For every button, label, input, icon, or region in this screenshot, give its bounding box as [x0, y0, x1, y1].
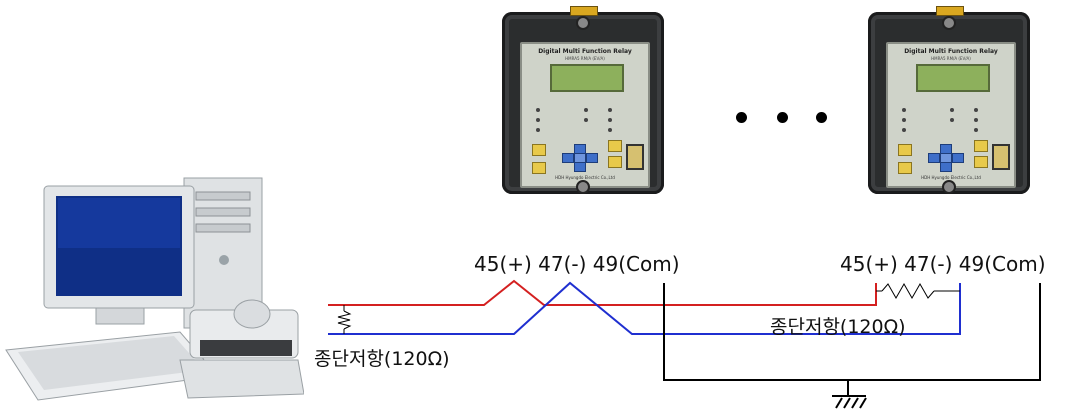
relay-button — [608, 140, 622, 152]
relay-lcd — [550, 64, 624, 92]
relay-top-latch — [936, 6, 964, 16]
relay-button — [898, 144, 912, 156]
ground-icon — [832, 380, 867, 409]
relay-led-panel — [898, 104, 1004, 134]
relay-button — [532, 144, 546, 156]
relay-nav-keys — [928, 144, 964, 172]
resistor-label-relay: 종단저항(120Ω) — [770, 316, 906, 338]
relay-title: Digital Multi Function Relay — [538, 48, 632, 55]
relay-brand: HDH Hyungdo Electric Co.,Ltd — [921, 175, 981, 180]
screw-icon — [576, 180, 590, 194]
relay-subtitle: HMRA5 RM/A (EV/A) — [565, 56, 605, 61]
positive-line — [328, 279, 877, 306]
relay-button — [898, 162, 912, 174]
ellipsis-dot — [777, 112, 788, 123]
relay-top-latch — [570, 6, 598, 16]
relay-brand: HDH Hyungdo Electric Co.,Ltd — [555, 175, 615, 180]
screw-icon — [576, 16, 590, 30]
terminal-label-right: 45(+) 47(-) 49(Com) — [840, 252, 1046, 276]
screw-icon — [942, 180, 956, 194]
relay-front-panel: Digital Multi Function Relay HMRA5 RM/A … — [886, 42, 1016, 188]
resistor-icon — [876, 282, 960, 300]
relay-device-1: Digital Multi Function Relay HMRA5 RM/A … — [502, 6, 664, 194]
relay-button — [608, 156, 622, 168]
serial-port-icon — [626, 144, 644, 170]
relay-device-2: Digital Multi Function Relay HMRA5 RM/A … — [868, 6, 1030, 194]
relay-front-panel: Digital Multi Function Relay HMRA5 RM/A … — [520, 42, 650, 188]
ellipsis-dot — [816, 112, 827, 123]
terminal-label-left: 45(+) 47(-) 49(Com) — [474, 252, 680, 276]
common-line — [663, 283, 1041, 381]
relay-button — [974, 156, 988, 168]
serial-port-icon — [992, 144, 1010, 170]
relay-title: Digital Multi Function Relay — [904, 48, 998, 55]
relay-led-panel — [532, 104, 638, 134]
ellipsis-dot — [736, 112, 747, 123]
relay-button — [532, 162, 546, 174]
screw-icon — [942, 16, 956, 30]
negative-line — [328, 281, 961, 335]
resistor-icon — [337, 305, 352, 334]
relay-button — [974, 140, 988, 152]
resistor-label-pc: 종단저항(120Ω) — [314, 348, 450, 370]
relay-subtitle: HMRA5 RM/A (EV/A) — [931, 56, 971, 61]
pc-icon — [5, 177, 304, 401]
relay-lcd — [916, 64, 990, 92]
relay-nav-keys — [562, 144, 598, 172]
